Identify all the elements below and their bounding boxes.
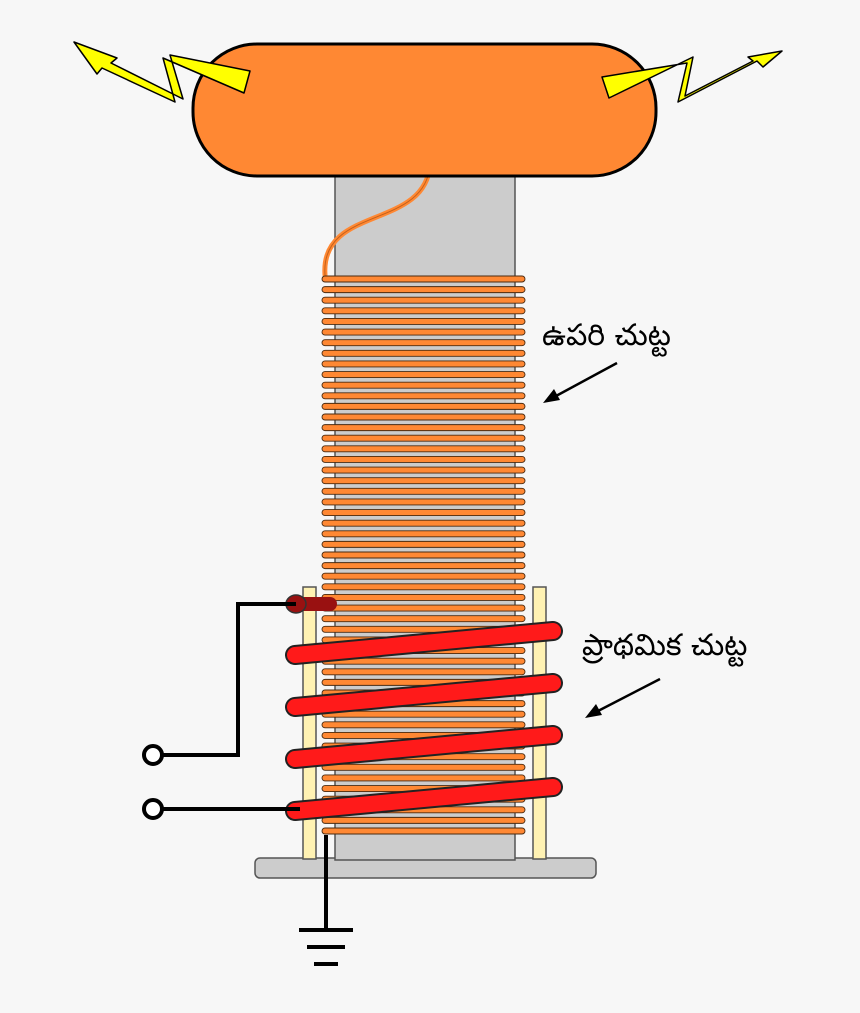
secondary-winding-turn [321, 402, 526, 410]
secondary-winding-turn [321, 318, 526, 325]
secondary-winding-turn [321, 509, 526, 516]
secondary-winding-turn [321, 360, 526, 368]
secondary-winding-turn [321, 424, 526, 432]
primary-coil [285, 597, 563, 821]
secondary-winding-turn [321, 498, 526, 506]
secondary-winding-turn [321, 530, 526, 538]
secondary-winding-turn [321, 816, 526, 824]
secondary-winding-turn [321, 572, 526, 580]
secondary-winding-turn [321, 392, 526, 400]
secondary-winding-turn [321, 286, 526, 294]
secondary-winding-turn [321, 275, 526, 283]
secondary-winding-turn [321, 519, 526, 527]
secondary-winding-turn [321, 551, 526, 559]
input-terminal-upper [142, 744, 164, 766]
secondary-winding-turn [321, 774, 526, 782]
secondary-winding-turn [321, 381, 526, 389]
secondary-winding-turn [321, 413, 526, 421]
secondary-winding-turn [321, 763, 526, 771]
primary-winding-turn [287, 623, 561, 663]
primary-coil-label: ప్రాథమిక చుట్ట [582, 628, 748, 663]
secondary-winding-turn [321, 296, 526, 304]
secondary-coil-label: ఉపరి చుట్ట [542, 318, 671, 353]
secondary-winding-turn [321, 540, 526, 548]
secondary-winding-turn [321, 328, 526, 336]
secondary-winding-turn [321, 487, 526, 495]
spark-right-icon [601, 50, 783, 103]
primary-winding-turn [287, 727, 561, 767]
secondary-winding-turn [321, 307, 526, 315]
secondary-arrow-icon [543, 361, 618, 403]
top-load-toroid [191, 42, 658, 178]
secondary-winding-turn [321, 583, 526, 591]
secondary-winding-turn [321, 615, 526, 623]
secondary-winding-turn [321, 339, 526, 347]
base-plate [254, 857, 597, 879]
secondary-winding-turn [321, 445, 526, 453]
primary-winding-turn [287, 779, 561, 819]
ground-symbol-icon [299, 928, 353, 966]
primary-winding-turn [287, 675, 561, 715]
secondary-winding-turn [321, 371, 526, 378]
secondary-winding-turn [321, 594, 526, 601]
spark-left-icon [73, 41, 251, 103]
secondary-winding-turn [321, 827, 526, 835]
secondary-winding-turn [321, 668, 526, 676]
input-terminal-lower [142, 798, 164, 820]
secondary-winding-turn [321, 721, 526, 729]
secondary-winding-turn [321, 456, 526, 463]
secondary-winding-turn [321, 466, 526, 474]
secondary-winding-turn [321, 477, 526, 485]
secondary-winding-turn [321, 434, 526, 442]
secondary-winding-turn [321, 349, 526, 357]
secondary-winding-turn [321, 562, 526, 570]
input-wire-upper [163, 602, 296, 757]
primary-arrow-icon [585, 677, 661, 718]
